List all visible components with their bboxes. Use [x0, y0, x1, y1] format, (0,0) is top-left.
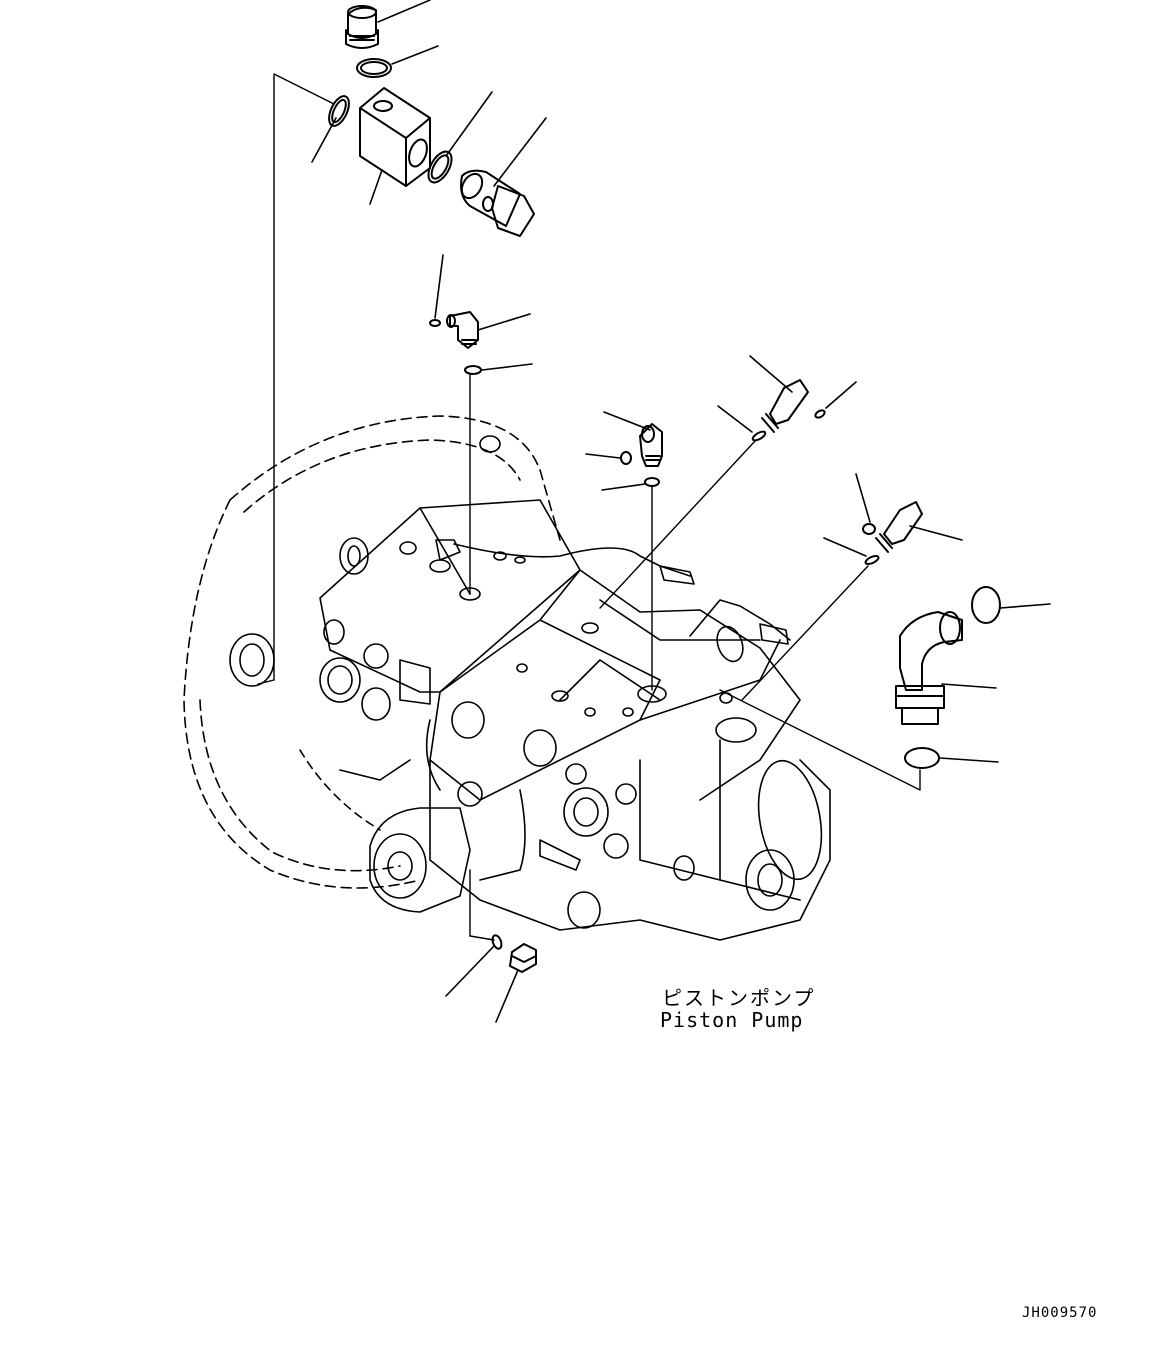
o-ring-large-b: [904, 747, 940, 769]
o-ring-small-e: [751, 430, 767, 442]
o-ring-small-b: [464, 365, 482, 375]
assembly-lines: [257, 73, 921, 941]
o-ring-small-h: [864, 554, 880, 566]
elbow-fitting-a: [446, 311, 479, 349]
sensor-b: [875, 501, 923, 553]
o-ring-small-f: [814, 409, 826, 419]
large-elbow-fitting: [895, 611, 963, 725]
o-ring-small-a: [429, 319, 441, 327]
o-ring-small-d: [644, 477, 660, 487]
component-label-en: Piston Pump: [660, 1008, 804, 1032]
drain-plug: [509, 943, 537, 973]
hollow-bolt-part: [460, 169, 535, 237]
o-ring-large-a: [971, 586, 1001, 624]
sensor-a: [761, 379, 809, 433]
o-ring-small-i: [491, 934, 503, 950]
o-ring-middle: [427, 150, 453, 184]
component-label-jp: ピストンポンプ: [662, 986, 816, 1010]
leader-lines: [311, 0, 1051, 1023]
o-ring-top: [356, 58, 392, 78]
elbow-fitting-b: [639, 423, 663, 467]
piston-pump-assembly: [183, 415, 831, 941]
o-ring-small-g: [862, 523, 876, 535]
drawing-code: JH009570: [1022, 1305, 1098, 1321]
o-ring-small-c: [620, 451, 632, 465]
engine-flange-outline: [183, 415, 561, 889]
plug-part: [345, 5, 379, 49]
block-fitting-part: [359, 87, 431, 187]
o-ring-left: [328, 95, 350, 127]
